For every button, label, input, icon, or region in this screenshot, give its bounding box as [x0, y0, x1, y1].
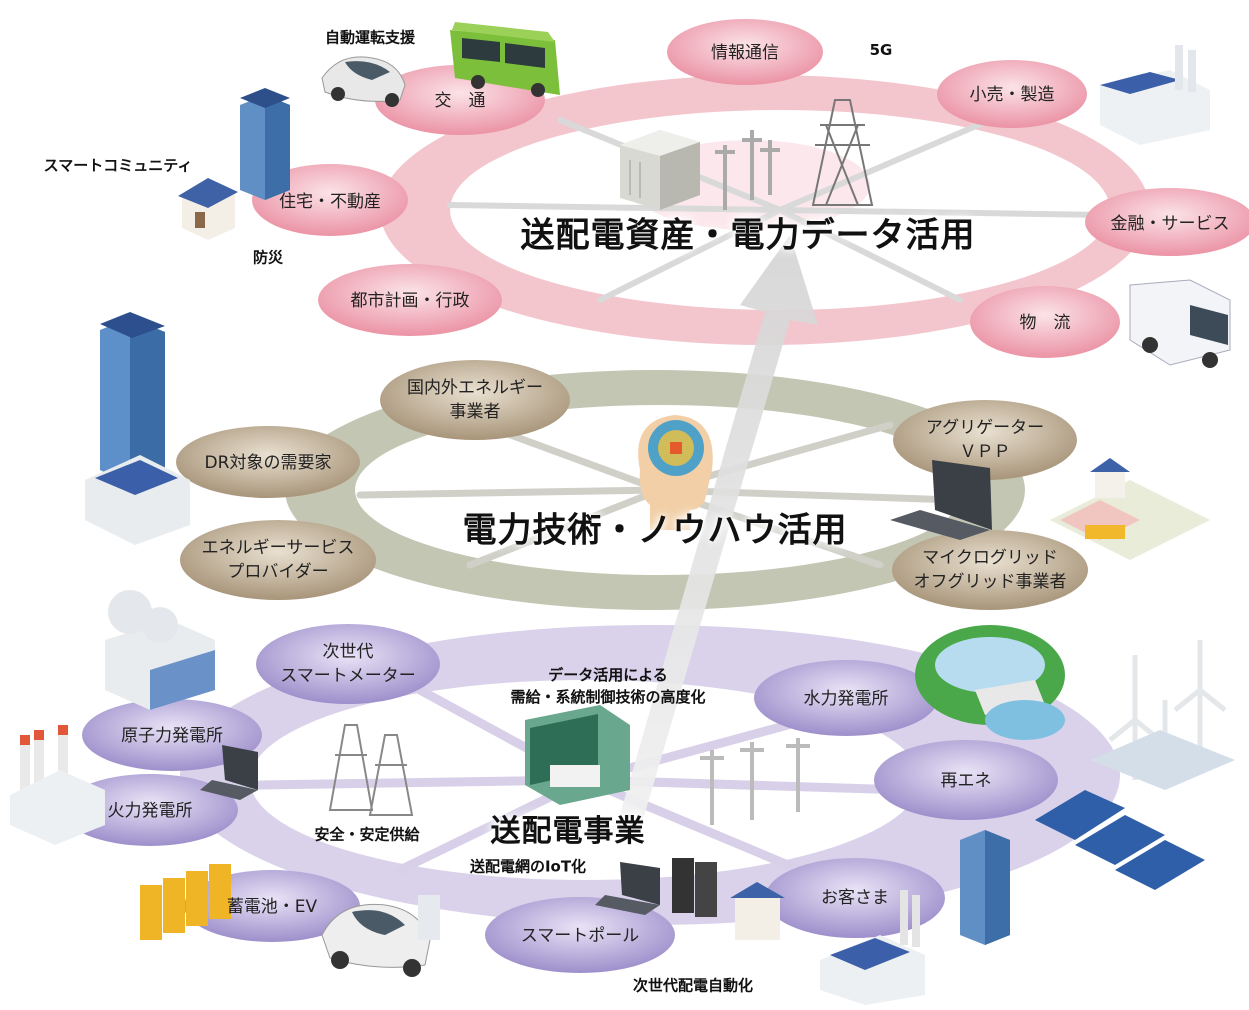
node-dr-customer: DR対象の需要家 [204, 453, 332, 473]
caption-disaster-prevention: 防災 [252, 248, 284, 267]
node-housing-realestate: 住宅・不動産 [279, 192, 381, 212]
node-thermal: 火力発電所 [107, 801, 193, 821]
nuclear-plant-icon [105, 590, 215, 710]
ai-head-icon [638, 415, 713, 530]
top-ring [380, 75, 1150, 345]
node-finance-service: 金融・サービス [1110, 214, 1230, 234]
node-microgrid: マイクログリッド オフグリッド事業者 [914, 546, 1067, 594]
node-battery-ev: 蓄電池・EV [226, 897, 318, 917]
node-city-planning: 都市計画・行政 [350, 291, 470, 311]
title-data-utilization: 送配電資産・電力データ活用 [520, 215, 976, 256]
hydro-dam-icon [915, 625, 1065, 740]
customer-buildings-icon [730, 830, 1010, 1005]
node-smart-meter-line1: 次世代 [322, 642, 374, 662]
caption-data-control-line1: データ活用による [548, 666, 668, 684]
bus-icon [450, 22, 560, 97]
transmission-towers-icon [328, 724, 414, 816]
caption-data-control-line2: 需給・系統制御技術の高度化 [510, 688, 706, 706]
caption-5g: 5G [869, 41, 893, 59]
house-icon [178, 178, 238, 240]
node-retail-manufacturing: 小売・製造 [969, 85, 1055, 105]
node-nuclear: 原子力発電所 [121, 726, 223, 746]
top-ring-nodes [252, 19, 1249, 358]
wind-turbine-icon [1090, 640, 1235, 790]
skyscraper-icon [85, 312, 190, 545]
node-logistics: 物 流 [1019, 313, 1071, 333]
transmission-tower-icon [811, 99, 874, 206]
node-energy-business-line2: 事業者 [449, 402, 501, 422]
battery-icon [140, 864, 231, 940]
caption-autonomous-driving: 自動運転支援 [324, 28, 416, 47]
node-esp-line1: エネルギーサービス [201, 538, 355, 558]
node-smart-meter: 次世代 スマートメーター [280, 640, 416, 688]
node-aggregator: アグリゲーター ＶＰＰ [926, 416, 1044, 464]
title-tech-knowhow: 電力技術・ノウハウ活用 [462, 510, 848, 551]
autonomous-car-icon [321, 56, 406, 107]
server-building-icon [620, 130, 700, 210]
growth-arrow [590, 235, 818, 830]
laptop-icon [890, 460, 992, 540]
caption-stable-supply: 安全・安定供給 [314, 825, 420, 844]
node-aggregator-line1: アグリゲーター [925, 418, 1045, 438]
node-esp-line2: プロバイダー [227, 562, 329, 582]
node-smart-pole: スマートポール [520, 926, 640, 946]
node-aggregator-line2: ＶＰＰ [959, 442, 1011, 462]
utility-poles-icon [700, 738, 810, 825]
bottom-ring-nodes [62, 624, 1058, 973]
solar-panel-icon [1035, 790, 1205, 890]
node-transport: 交 通 [434, 91, 486, 111]
caption-grid-iot: 送配電網のIoT化 [469, 857, 587, 876]
thermal-plant-icon [10, 725, 105, 845]
node-smart-meter-line2: スマートメーター [280, 666, 416, 686]
truck-icon [1129, 279, 1231, 368]
control-room-icon [525, 705, 630, 805]
node-microgrid-line1: マイクログリッド [922, 548, 1058, 568]
caption-distribution-automation: 次世代配電自動化 [632, 976, 754, 995]
node-customer: お客さま [821, 888, 889, 908]
node-energy-business-line1: 国内外エネルギー [407, 378, 543, 398]
utility-pole-icon [715, 130, 780, 210]
ev-car-icon [321, 895, 440, 977]
server-rack-icon [595, 858, 717, 917]
microgrid-tile-icon [1050, 458, 1210, 560]
factory-icon [1100, 45, 1210, 145]
title-transmission-business: 送配電事業 [490, 814, 646, 849]
node-energy-service-provider: エネルギーサービス プロバイダー [202, 536, 355, 584]
office-tower-icon [240, 88, 290, 200]
caption-data-control: データ活用による 需給・系統制御技術の高度化 [510, 664, 705, 708]
laptop-icon-2 [200, 745, 258, 800]
caption-smart-community: スマートコミュニティ [43, 156, 193, 175]
node-energy-business: 国内外エネルギー 事業者 [407, 376, 543, 424]
node-hydro: 水力発電所 [803, 689, 889, 709]
middle-ring-nodes [176, 360, 1088, 610]
node-renewable: 再エネ [940, 771, 992, 791]
node-ict: 情報通信 [711, 43, 779, 63]
node-microgrid-line2: オフグリッド事業者 [913, 572, 1067, 592]
